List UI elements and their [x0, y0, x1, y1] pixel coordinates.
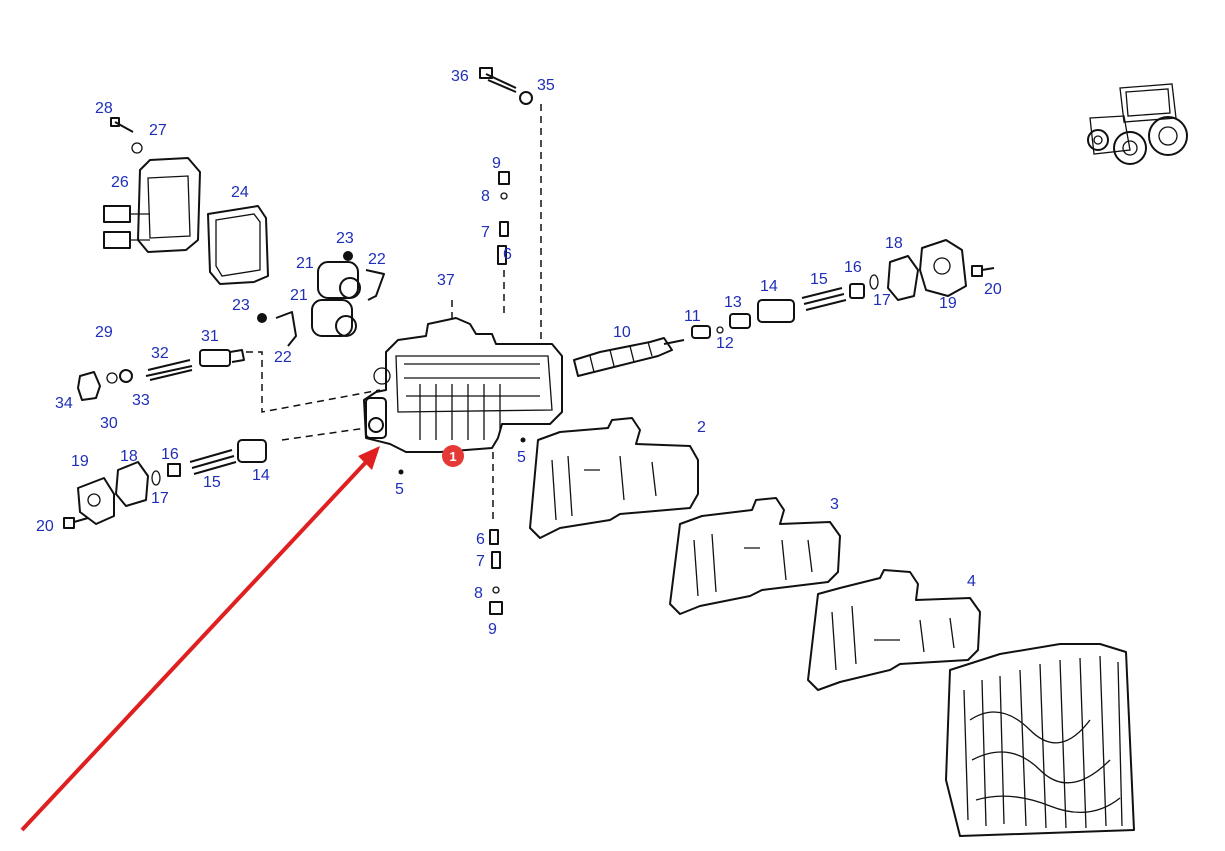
callout-23: 23	[336, 230, 354, 247]
callout-18: 18	[885, 235, 903, 252]
callout-20: 20	[984, 281, 1002, 298]
callout-9: 9	[492, 155, 501, 172]
callout-34: 34	[55, 395, 73, 412]
callout-36: 36	[451, 68, 469, 85]
right-spool-parts	[573, 239, 995, 377]
callout-3: 3	[830, 496, 839, 513]
callout-5: 5	[517, 449, 526, 466]
callout-26: 26	[111, 174, 129, 191]
callout-6: 6	[503, 246, 512, 263]
callout-labels: 2 3 4 5 5 6 6 7 7 8 8 9 9 10 11 12 13 14…	[36, 68, 1002, 638]
callout-2: 2	[697, 419, 706, 436]
callout-13: 13	[724, 294, 742, 311]
callout-27: 27	[149, 122, 167, 139]
callout-15: 15	[810, 271, 828, 288]
callout-5: 5	[395, 481, 404, 498]
callout-11: 11	[684, 308, 701, 325]
lower-left-parts	[63, 439, 267, 529]
callout-7: 7	[481, 224, 490, 241]
callout-37: 37	[437, 272, 455, 289]
callout-9: 9	[488, 621, 497, 638]
callout-4: 4	[967, 573, 976, 590]
callout-23: 23	[232, 297, 250, 314]
callout-18: 18	[120, 448, 138, 465]
callout-8: 8	[481, 188, 490, 205]
callout-19: 19	[939, 295, 957, 312]
callout-24: 24	[231, 184, 249, 201]
callout-30: 30	[100, 415, 118, 432]
callout-21: 21	[296, 255, 314, 272]
callout-33: 33	[132, 392, 150, 409]
callout-14: 14	[760, 278, 778, 295]
callout-7: 7	[476, 553, 485, 570]
upper-plug-stack	[497, 171, 510, 316]
callout-12: 12	[716, 335, 734, 352]
callout-10: 10	[613, 324, 631, 341]
separator-plates	[529, 417, 981, 691]
callout-20: 20	[36, 518, 54, 535]
callout-16: 16	[844, 259, 862, 276]
callout-badge-1: 1	[442, 445, 464, 467]
callout-22: 22	[274, 349, 292, 366]
callout-35: 35	[537, 77, 555, 94]
callout-16: 16	[161, 446, 179, 463]
left-valve-parts	[77, 349, 245, 401]
callout-29: 29	[95, 324, 113, 341]
callout-22: 22	[368, 251, 386, 268]
callout-32: 32	[151, 345, 169, 362]
bolt-36	[479, 67, 542, 340]
callout-17: 17	[151, 490, 169, 507]
tractor-icon	[1087, 83, 1188, 165]
callout-14: 14	[252, 467, 270, 484]
callout-1: 1	[449, 449, 456, 464]
callout-8: 8	[474, 585, 483, 602]
callout-15: 15	[203, 474, 221, 491]
cover-assembly	[103, 117, 269, 285]
callout-28: 28	[95, 100, 113, 117]
lower-plug-stack	[489, 529, 503, 615]
leader-lines	[246, 351, 526, 520]
callout-19: 19	[71, 453, 89, 470]
highlight-arrow-icon	[20, 446, 380, 832]
callout-21: 21	[290, 287, 308, 304]
transmission-housing	[945, 643, 1135, 837]
callout-6: 6	[476, 531, 485, 548]
callout-17: 17	[873, 292, 891, 309]
callout-31: 31	[201, 328, 219, 345]
valve-body	[363, 300, 563, 475]
solenoid-parts	[257, 251, 385, 347]
